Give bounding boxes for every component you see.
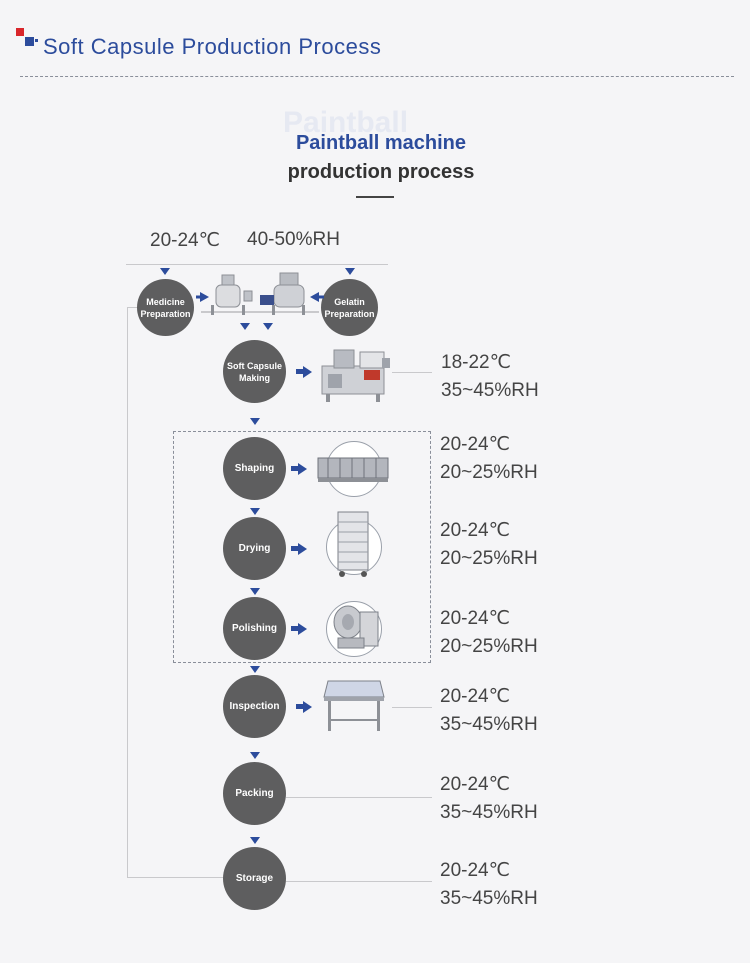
node-inspection: Inspection [223, 675, 286, 738]
down-arrow-icon [345, 268, 355, 275]
condition-inspection: 20-24℃ 35~45%RH [440, 683, 538, 739]
condition-rh: 20~25%RH [440, 462, 538, 483]
node-medicine-preparation: Medicine Preparation [137, 279, 194, 336]
return-line-bottom [127, 877, 225, 878]
drying-cabinet-icon [337, 511, 369, 577]
down-arrow-icon [263, 323, 273, 330]
down-arrow-icon [250, 666, 260, 673]
down-arrow-icon [250, 752, 260, 759]
condition-temp: 20-24℃ [440, 774, 510, 795]
condition-rh: 35~45%RH [440, 888, 538, 909]
arrow-right-icon [200, 292, 209, 302]
down-arrow-icon [250, 588, 260, 595]
down-arrow-icon [250, 418, 260, 425]
node-drying: Drying [223, 517, 286, 580]
condition-temp: 20-24℃ [440, 608, 510, 629]
condition-packing: 20-24℃ 35~45%RH [440, 771, 538, 827]
condition-storage: 20-24℃ 35~45%RH [440, 857, 538, 913]
arrow-right-icon [303, 366, 312, 378]
node-packing: Packing [223, 762, 286, 825]
down-arrow-icon [160, 268, 170, 275]
condition-rh: 20~25%RH [440, 636, 538, 657]
node-soft-capsule-making: Soft Capsule Making [223, 340, 286, 403]
tunnel-dryer-icon [317, 457, 389, 482]
condition-temp: 20-24℃ [440, 860, 510, 881]
node-shaping: Shaping [223, 437, 286, 500]
arrow-right-icon [298, 463, 307, 475]
condition-temp: 20-24℃ [440, 686, 510, 707]
down-arrow-icon [240, 323, 250, 330]
top-humidity: 40-50%RH [247, 229, 340, 250]
condition-temp: 20-24℃ [440, 520, 510, 541]
node-storage: Storage [223, 847, 286, 910]
arrow-left-icon [310, 292, 319, 302]
condition-shaping: 20-24℃ 20~25%RH [440, 431, 538, 487]
top-bracket-line [126, 264, 388, 265]
return-line [127, 307, 128, 877]
condition-rh: 35~45%RH [440, 802, 538, 823]
condition-rh: 35~45%RH [440, 714, 538, 735]
capsule-machine-icon [321, 349, 390, 402]
condition-temp: 18-22℃ [441, 352, 511, 373]
controlled-zone-box [173, 431, 431, 663]
condition-drying: 20-24℃ 20~25%RH [440, 517, 538, 573]
return-line-top [127, 307, 139, 308]
top-temperature: 20-24℃ [150, 230, 220, 251]
condition-soft-capsule: 18-22℃ 35~45%RH [441, 349, 539, 405]
down-arrow-icon [250, 508, 260, 515]
node-polishing: Polishing [223, 597, 286, 660]
coating-pan-icon [333, 605, 379, 649]
condition-rh: 20~25%RH [440, 548, 538, 569]
node-gelatin-preparation: Gelatin Preparation [321, 279, 378, 336]
subtitle-divider [356, 196, 394, 198]
header-divider [20, 76, 734, 77]
arrow-right-icon [303, 701, 312, 713]
condition-rh: 35~45%RH [441, 380, 539, 401]
down-arrow-icon [250, 837, 260, 844]
condition-temp: 20-24℃ [440, 434, 510, 455]
subtitle-line-2: production process [287, 161, 475, 183]
arrow-right-icon [298, 623, 307, 635]
watermark: Paintball [283, 106, 409, 139]
inspection-table-icon [323, 680, 385, 731]
page-title: Soft Capsule Production Process [43, 34, 382, 59]
arrow-right-icon [298, 543, 307, 555]
header-logo-icon [16, 28, 38, 50]
subtitle-line-1: Paintball machine [295, 132, 467, 154]
condition-polishing: 20-24℃ 20~25%RH [440, 605, 538, 661]
tank-icon [196, 272, 324, 315]
